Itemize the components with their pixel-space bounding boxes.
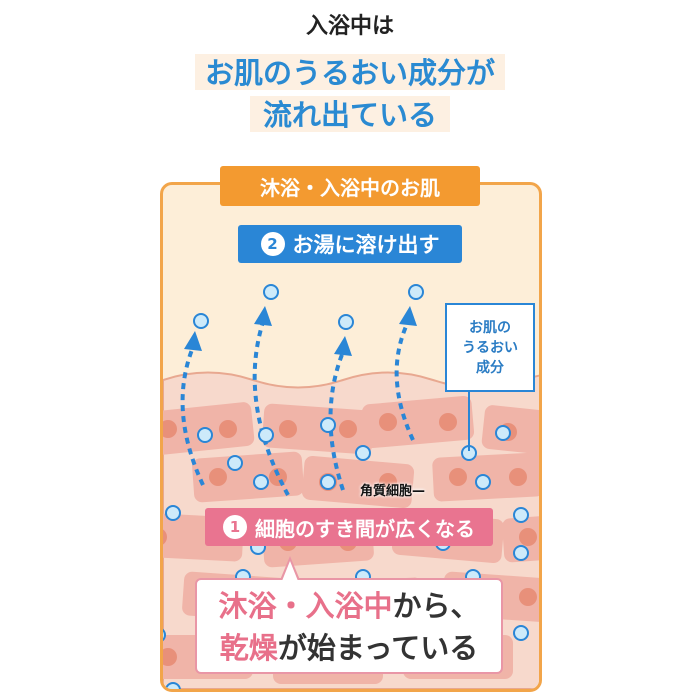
moisture-particle bbox=[258, 427, 274, 443]
frame-title: 沐浴・入浴中のお肌 bbox=[220, 166, 480, 206]
cell-nucleus bbox=[279, 420, 297, 438]
moisture-component-label: お肌の うるおい 成分 bbox=[445, 303, 535, 392]
moisture-particle bbox=[263, 284, 279, 300]
arrow-head bbox=[399, 306, 417, 326]
cell-nucleus bbox=[519, 528, 537, 546]
moisture-particle bbox=[475, 474, 491, 490]
heading-line1: 入浴中は bbox=[305, 14, 394, 39]
moisture-particle bbox=[253, 474, 269, 490]
cell-nucleus bbox=[163, 420, 177, 438]
arrow-path bbox=[328, 351, 345, 491]
cell-nucleus bbox=[209, 468, 227, 486]
step1-text: 細胞のすき間が広くなる bbox=[255, 516, 475, 541]
moisture-particle bbox=[165, 682, 181, 689]
cell-nucleus bbox=[449, 468, 467, 486]
step-number: 2 bbox=[260, 232, 285, 256]
cell-nucleus bbox=[379, 473, 397, 491]
moisture-particle bbox=[165, 505, 181, 521]
cell-nucleus bbox=[163, 648, 177, 666]
moisture-particle bbox=[513, 545, 529, 561]
cell-label: 角質細胞— bbox=[360, 484, 426, 499]
moisture-particle bbox=[320, 474, 336, 490]
cell bbox=[301, 455, 415, 509]
highlight-bar bbox=[195, 54, 505, 90]
step1-label: 1 細胞のすき間が広くなる bbox=[205, 508, 493, 546]
moisture-particle bbox=[197, 427, 213, 443]
cell bbox=[262, 403, 374, 455]
cell-nucleus bbox=[509, 468, 527, 486]
bubble-text: から、 bbox=[392, 589, 480, 623]
bubble-tail-inner bbox=[282, 561, 298, 581]
cell bbox=[192, 451, 304, 503]
arrow-path bbox=[180, 346, 205, 486]
speech-bubble: 沐浴・入浴中から、 乾燥が始まっている bbox=[195, 578, 503, 674]
moisture-particle bbox=[355, 445, 371, 461]
cell bbox=[163, 402, 255, 456]
moisture-particle bbox=[227, 455, 243, 471]
heading-line3: 流れ出ている bbox=[262, 98, 437, 132]
highlight-bar bbox=[250, 96, 450, 132]
moisture-particle bbox=[163, 628, 166, 642]
moisture-particle bbox=[408, 284, 424, 300]
step2-label: 2 お湯に溶け出す bbox=[238, 225, 462, 263]
arrow-head bbox=[184, 331, 202, 351]
step2-text: お湯に溶け出す bbox=[292, 233, 440, 257]
moisture-particle bbox=[193, 313, 209, 329]
cell bbox=[361, 395, 475, 449]
moisture-particle bbox=[338, 314, 354, 330]
bubble-highlight: 沐浴・入浴中 bbox=[218, 589, 393, 623]
heading-line2: お肌のうるおい成分が bbox=[204, 56, 495, 90]
bubble-highlight: 乾燥 bbox=[219, 631, 278, 665]
arrow-head bbox=[334, 336, 352, 356]
cell-nucleus bbox=[519, 588, 537, 606]
cell-nucleus bbox=[339, 420, 357, 438]
step-number: 1 bbox=[223, 515, 247, 539]
arrow-path bbox=[252, 321, 290, 496]
cell-nucleus bbox=[439, 413, 457, 431]
moisture-particle bbox=[320, 417, 336, 433]
cell bbox=[502, 511, 539, 563]
bubble-text: が始まっている bbox=[277, 631, 479, 665]
cell-nucleus bbox=[219, 420, 237, 438]
label-line: お肌の bbox=[469, 319, 511, 336]
cell-nucleus bbox=[379, 413, 397, 431]
label-line: うるおい bbox=[462, 339, 518, 356]
label-line: 成分 bbox=[476, 359, 504, 376]
moisture-particle bbox=[513, 625, 529, 641]
cell bbox=[481, 405, 539, 459]
arrow-head bbox=[254, 306, 272, 326]
arrow-path bbox=[394, 321, 415, 441]
cell-nucleus bbox=[163, 529, 167, 545]
moisture-particle bbox=[513, 507, 529, 523]
moisture-particle bbox=[495, 425, 511, 441]
